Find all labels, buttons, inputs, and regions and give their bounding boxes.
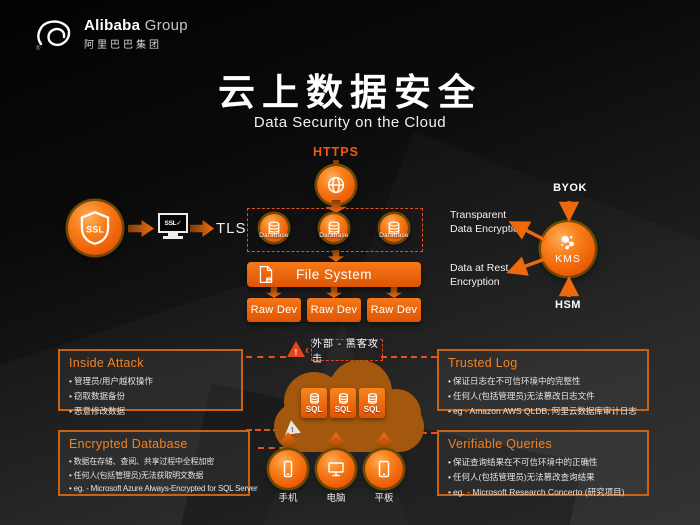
bullet: 窃取数据备份 [69, 390, 232, 402]
panel-bullets: 保证查询结果在不可信环境中的正确性 任何人(包括管理员)无法篡改查询结果 eg.… [448, 456, 638, 498]
https-label: HTTPS [313, 145, 359, 159]
database-badge [260, 214, 288, 242]
page-title: 云上数据安全 [218, 72, 482, 113]
warning-mark: ! [290, 426, 295, 435]
ssl-shield-label: SSL [86, 224, 105, 235]
alibaba-swirl-icon [34, 16, 76, 52]
database-cylinder-icon [338, 393, 348, 404]
database-badge [380, 214, 408, 242]
bullet: eg. - Microsoft Azure Always-Encrypted f… [69, 484, 258, 493]
arrow-fs-to-rawdev [326, 287, 342, 298]
device-label: 手机 [278, 493, 298, 504]
device-label: 电脑 [326, 493, 346, 504]
bullet: 数据在存储、查阅、共享过程中全程加密 [69, 456, 239, 467]
database-label: Database [319, 232, 349, 239]
panel-encrypted-database: Encrypted Database 数据在存储、查阅、共享过程中全程加密 任何… [58, 430, 258, 496]
bullet: 保证日志在不可信环境中的完整性 [448, 375, 638, 387]
registered-mark: ® [36, 46, 41, 52]
warning-mark: ! [294, 348, 298, 357]
key-molecule-icon [557, 233, 579, 253]
database-label: Database [259, 232, 289, 239]
sql-database-tile: SQL [359, 388, 385, 418]
globe-icon [325, 174, 347, 196]
sql-label: SQL [334, 405, 352, 414]
sql-label: SQL [363, 405, 381, 414]
arrow-ssl-to-monitor [128, 220, 154, 237]
database-label: Database [379, 232, 409, 239]
sql-database-tile: SQL [330, 388, 356, 418]
panel-verifiable-queries: Verifiable Queries 保证查询结果在不可信环境中的正确性 任何人… [437, 430, 649, 498]
bullet: 保证查询结果在不可信环境中的正确性 [448, 456, 638, 468]
database-cylinder-icon [367, 393, 377, 404]
data-at-rest-label: Data at Rest Encryption [450, 262, 509, 288]
raw-dev-box: Raw Dev [247, 298, 301, 322]
chevron-left-icon: ‹ [305, 343, 309, 357]
monitor-stand [168, 233, 178, 236]
page-subtitle: Data Security on the Cloud [253, 114, 447, 131]
kms-label: KMS [555, 253, 581, 265]
transparent-encryption-label: Transparent Data Encryption [450, 209, 525, 235]
sql-label: SQL [305, 405, 323, 414]
bullet: eg - Amazon AWS QLDB, 阿里云数据库审计日志 [448, 405, 638, 417]
ssl-monitor: SSL✓ [158, 213, 188, 239]
byok-label: BYOK [553, 182, 587, 194]
logo: Alibaba Group 阿里巴巴集团 ® [34, 16, 188, 52]
ssl-badge: SSL [68, 201, 122, 255]
monitor-base [163, 236, 183, 239]
raw-dev-box: Raw Dev [307, 298, 361, 322]
boundary-dashed-line [258, 447, 296, 449]
file-system-bar: File System [247, 262, 421, 287]
bullet: 任何人(包括管理员)无法获取明文数据 [69, 470, 239, 481]
desktop-icon [326, 459, 346, 479]
panel-bullets: 数据在存储、查阅、共享过程中全程加密 任何人(包括管理员)无法获取明文数据 eg… [69, 456, 258, 493]
arrow-fs-to-rawdev [386, 287, 402, 298]
database-cylinder-icon [309, 393, 319, 404]
phone-icon [278, 459, 298, 479]
tls-label: TLS [216, 220, 247, 237]
boundary-dashed-line [246, 356, 286, 358]
logo-chinese: 阿里巴巴集团 [84, 40, 162, 51]
logo-group: Group [144, 17, 188, 34]
tablet-badge [365, 450, 403, 488]
panel-title: Encrypted Database [69, 437, 188, 451]
database-cylinder-icon [266, 220, 282, 236]
hsm-label: HSM [555, 299, 581, 311]
panel-title: Trusted Log [448, 356, 518, 370]
database-cylinder-icon [386, 220, 402, 236]
phone-badge [269, 450, 307, 488]
boundary-dashed-line [381, 356, 437, 358]
file-system-label: File System [295, 267, 372, 282]
bullet: 任何人(包括管理员)无法篡改日志文件 [448, 390, 638, 402]
arrow-monitor-to-tls [190, 220, 214, 237]
database-cylinder-icon [326, 220, 342, 236]
kms-badge: KMS [541, 222, 595, 276]
panel-bullets: 管理员/用户越权操作 窃取数据备份 恶意修改数据 [69, 375, 232, 417]
ssl-shield-icon: SSL [79, 211, 111, 245]
boundary-dashed-line [246, 429, 288, 431]
bullet: 任何人(包括管理员)无法篡改查询结果 [448, 471, 638, 483]
device-label: 平板 [374, 493, 394, 504]
desktop-badge [317, 450, 355, 488]
file-icon [257, 265, 275, 284]
hacker-attack-label: 外部 - 黑客攻击 [311, 339, 383, 365]
panel-title: Inside Attack [69, 356, 144, 370]
internet-globe-badge [317, 166, 355, 204]
sql-database-tile: SQL [301, 388, 327, 418]
bullet: 管理员/用户越权操作 [69, 375, 232, 387]
panel-inside-attack: Inside Attack 管理员/用户越权操作 窃取数据备份 恶意修改数据 [58, 349, 243, 416]
panel-bullets: 保证日志在不可信环境中的完整性 任何人(包括管理员)无法篡改日志文件 eg - … [448, 375, 638, 417]
bullet: eg. - Microsoft Research Concerto (研究项目) [448, 486, 638, 498]
raw-dev-box: Raw Dev [367, 298, 421, 322]
panel-title: Verifiable Queries [448, 437, 553, 451]
tablet-icon [374, 459, 394, 479]
database-badge [320, 214, 348, 242]
logo-wordmark: Alibaba Group [84, 17, 188, 34]
logo-alibaba: Alibaba [84, 17, 141, 34]
monitor-icon: SSL✓ [158, 213, 188, 233]
panel-trusted-log: Trusted Log 保证日志在不可信环境中的完整性 任何人(包括管理员)无法… [437, 349, 649, 416]
hacker-warning-icon: ! [287, 341, 305, 357]
arrow-fs-to-rawdev [266, 287, 282, 298]
bullet: 恶意修改数据 [69, 405, 232, 417]
